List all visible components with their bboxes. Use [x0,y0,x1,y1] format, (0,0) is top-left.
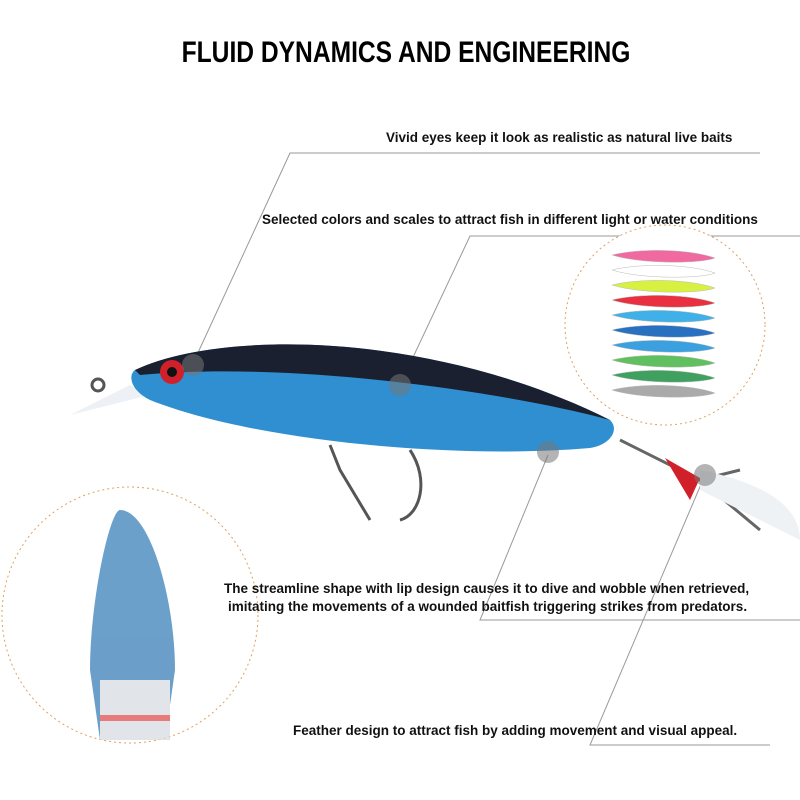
lure-variant [611,325,716,338]
lure-variant [611,310,716,323]
lure-variant [611,280,716,293]
lure-variant [611,355,716,368]
callout-feather: Feather design to attract fish by adding… [293,723,738,738]
color-variants [611,250,716,398]
wobble-lure-image [90,510,175,740]
wobble-circle [1,486,259,744]
lure-variant [611,385,716,398]
callout-shape-line2: imitating the movements of a wounded bai… [228,599,748,614]
callout-dots [182,354,716,486]
lure-variant [611,295,716,308]
callout-colors: Selected colors and scales to attract fi… [262,212,758,227]
lure-variant [611,340,716,353]
callout-shape-line1: The streamline shape with lip design cau… [224,581,750,596]
page-title: FLUID DYNAMICS AND ENGINEERING [181,36,631,69]
main-lure-image [70,344,800,540]
lure-variant [611,370,716,383]
callout-eyes: Vivid eyes keep it look as realistic as … [386,130,733,145]
lure-variant [611,265,716,278]
lure-variant [611,250,716,263]
